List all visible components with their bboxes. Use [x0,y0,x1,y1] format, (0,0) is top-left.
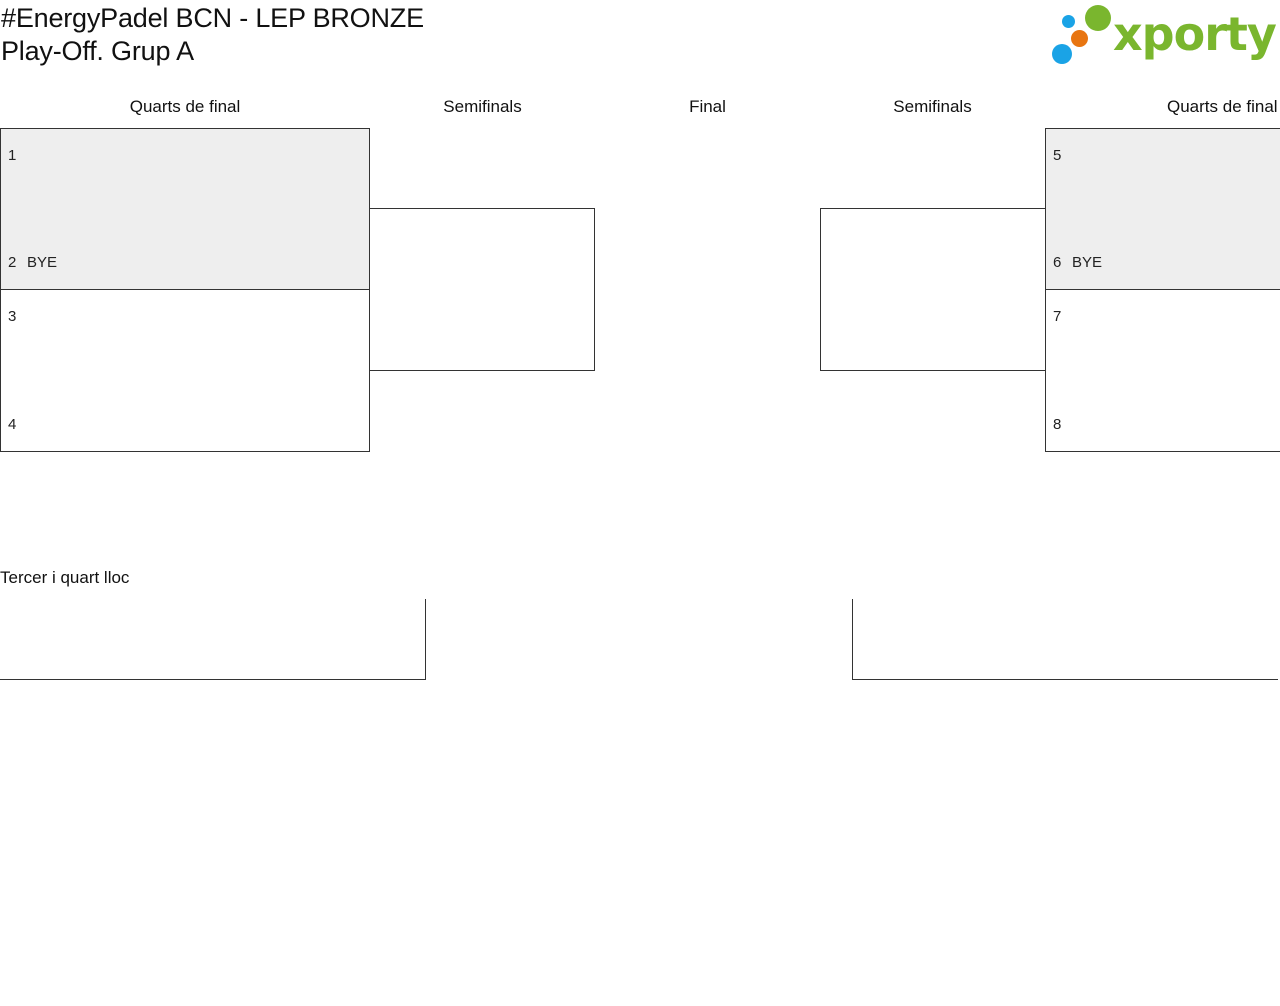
round-header-left-quarters: Quarts de final [129,97,241,116]
seed-number: 7 [1053,308,1062,325]
match-quarterfinal-3[interactable]: 5 6 BYE [1045,128,1280,290]
logo-wordmark: xporty [1113,7,1277,61]
third-place-left-divider [425,599,426,680]
round-header-left-semis: Semifinals [443,97,522,116]
team-name: BYE [27,254,58,271]
third-place-label: Tercer i quart lloc [0,568,130,587]
round-header-right-quarters: Quarts de final [1167,97,1278,116]
logo-dot-blue-small [1062,15,1075,28]
match-semifinal-right[interactable] [820,208,1046,371]
round-header-final: Final [689,97,726,116]
seed-number: 4 [8,416,17,433]
seed-number: 3 [8,308,17,325]
match-quarterfinal-4[interactable]: 7 8 [1045,289,1280,452]
third-place-left-baseline [0,679,426,680]
logo-dot-blue-large [1052,44,1072,64]
logo-dot-green [1085,5,1111,31]
page-subtitle: Play-Off. Grup A [1,36,194,66]
round-header-right-semis: Semifinals [893,97,972,116]
logo-dot-orange [1071,30,1088,47]
xporty-logo: xporty [1050,4,1277,66]
third-place-right-divider [852,599,853,680]
page-title: #EnergyPadel BCN - LEP BRONZE [1,3,424,33]
match-semifinal-left[interactable] [369,208,595,371]
match-quarterfinal-1[interactable]: 1 2 BYE [0,128,370,290]
match-quarterfinal-2[interactable]: 3 4 [0,289,370,452]
seed-number: 8 [1053,416,1062,433]
seed-number: 6 [1053,254,1062,271]
seed-number: 1 [8,147,17,164]
seed-number: 2 [8,254,17,271]
team-name: BYE [1072,254,1103,271]
third-place-right-baseline [852,679,1278,680]
seed-number: 5 [1053,147,1062,164]
